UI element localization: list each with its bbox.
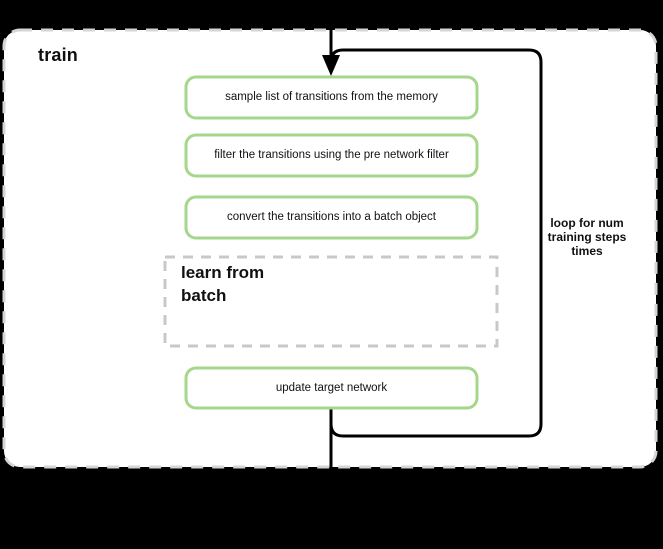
node-sample-box [184,75,479,120]
node-sample-label: sample list of transitions from the memo… [225,91,438,103]
node-update-box [184,366,479,410]
loop-frame-box [329,48,543,438]
node-filter-label: filter the transitions using the pre net… [214,149,449,161]
node-convert-label: convert the transitions into a batch obj… [226,211,437,223]
train-container-title: train [38,45,79,65]
learn-from-batch-label: learn from batch [181,263,265,305]
train-container-box [2,28,658,469]
node-filter-box [184,133,479,178]
loop-annotation-label: loop for num training steps times [547,216,627,258]
learn-from-batch-box [163,255,499,348]
node-convert-box [184,195,479,240]
node-update-label: update target network [275,381,388,394]
